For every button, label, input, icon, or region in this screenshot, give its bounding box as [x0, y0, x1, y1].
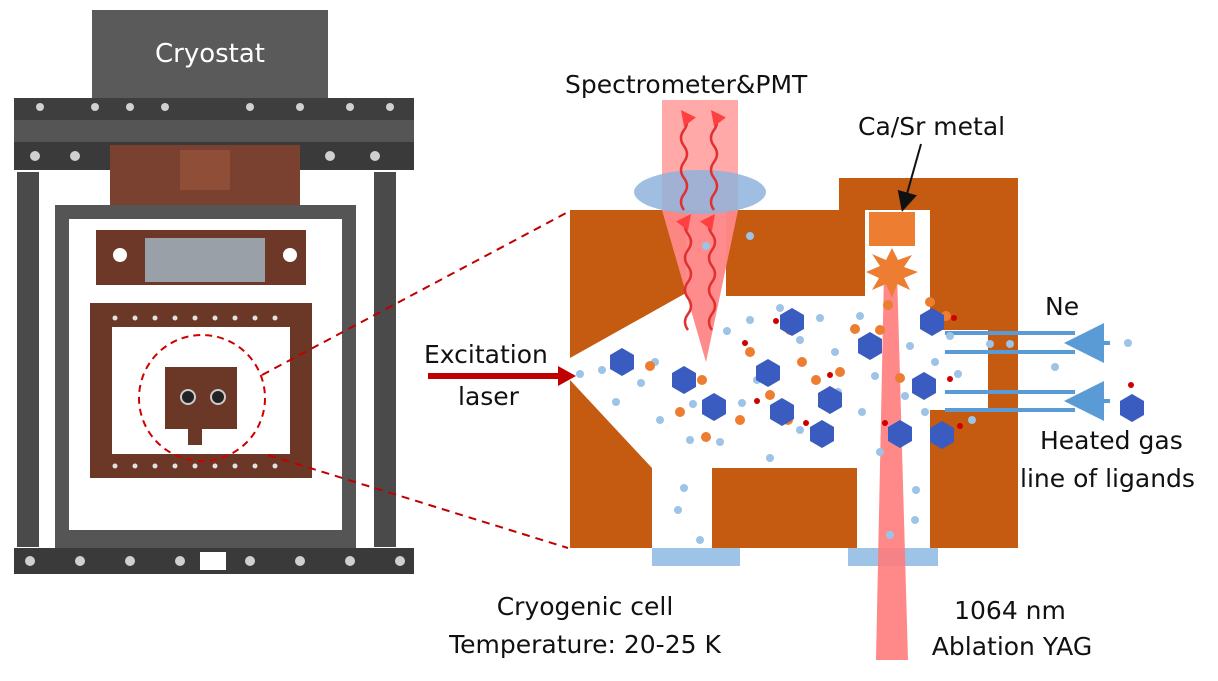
excitation-label-line1: Excitation [424, 340, 548, 369]
cryostat-label: Cryostat [154, 39, 265, 69]
excitation-label-line2: laser [458, 382, 519, 411]
cell-label-line1: Cryogenic cell [496, 592, 674, 621]
lens [634, 170, 766, 214]
zoom-circle [138, 334, 266, 462]
sparkle-ablation [866, 248, 918, 298]
ligand-groups [742, 315, 1134, 429]
gas-lines [945, 331, 1075, 412]
top-plate-2 [14, 120, 414, 142]
yag-label-line2: Ablation YAG [931, 632, 1093, 661]
right-post [374, 172, 396, 547]
heated-label-line1: Heated gas [1040, 426, 1183, 455]
bottom-plate [62, 530, 349, 544]
top-plate [14, 98, 414, 120]
metal-arrow [897, 143, 922, 212]
cad-assembly [14, 10, 414, 574]
metal-atoms [645, 297, 951, 442]
metal-target [869, 212, 915, 246]
cryostat-block [92, 10, 328, 98]
copper-mount-center [180, 150, 230, 190]
ne-label: Ne [1045, 292, 1080, 321]
heated-label-line2: line of ligands [1020, 464, 1195, 493]
window-bottom-left [652, 548, 740, 566]
zoom-line-top [261, 211, 569, 376]
ne-atoms [576, 232, 1132, 544]
spectrometer-label: Spectrometer&PMT [565, 70, 808, 99]
cell-label-line2: Temperature: 20-25 K [449, 630, 721, 659]
copper-cell [570, 178, 1018, 548]
yag-label-line1: 1064 nm [954, 596, 1066, 625]
yag-beam [876, 272, 908, 660]
left-post [17, 172, 39, 547]
cold-plate [145, 238, 265, 282]
shield-bolts [112, 315, 278, 469]
mini-cell [165, 367, 237, 429]
metal-label: Ca/Sr metal [858, 112, 1006, 141]
ligand-molecules [610, 308, 1144, 449]
fluorescence-waves [676, 109, 726, 331]
zoom-line-bottom [267, 454, 569, 549]
